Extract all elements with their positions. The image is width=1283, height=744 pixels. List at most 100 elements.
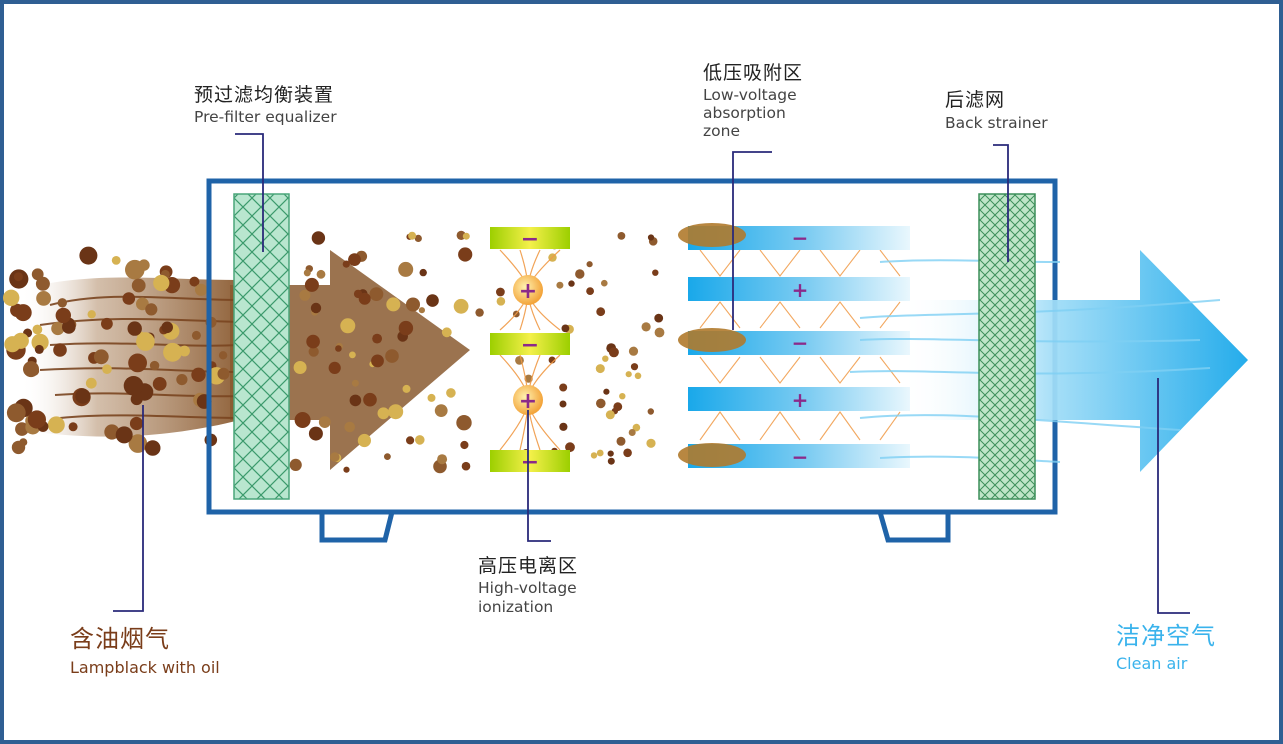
particle — [330, 452, 340, 462]
particle — [144, 440, 161, 456]
particle — [127, 321, 142, 336]
particle — [369, 287, 384, 301]
particle — [556, 281, 564, 289]
particle — [189, 276, 200, 287]
ion-plate-negative-middle: − — [521, 333, 539, 358]
particle — [6, 403, 26, 423]
particle — [603, 388, 610, 395]
particle — [152, 377, 167, 391]
ionization-label-en-1: High-voltage — [478, 579, 577, 597]
particle — [398, 261, 414, 277]
particle — [419, 268, 427, 277]
particle — [625, 371, 632, 378]
ion-plate-negative-top: − — [521, 227, 539, 252]
particle — [385, 349, 399, 363]
particle — [441, 327, 452, 338]
particle — [628, 429, 636, 436]
particle — [605, 410, 615, 420]
particle — [13, 272, 23, 282]
input-label-en: Lampblack with oil — [70, 658, 220, 677]
prefilter-label-en: Pre-filter equalizer — [194, 108, 337, 126]
particle — [406, 436, 415, 445]
particle — [414, 234, 422, 242]
input-label-zh: 含油烟气 — [70, 625, 170, 653]
particle — [596, 398, 606, 409]
particle — [318, 416, 331, 428]
particle — [51, 321, 65, 336]
ion-positive-top: + — [519, 279, 537, 304]
particle — [125, 259, 145, 280]
particle — [456, 415, 472, 431]
particle — [559, 422, 568, 431]
particle — [153, 274, 170, 292]
particle — [179, 345, 190, 357]
particle — [475, 308, 484, 317]
absorption-zone — [678, 223, 910, 468]
particle — [619, 393, 626, 400]
particle — [93, 349, 109, 365]
plate-negative-3: − — [792, 445, 809, 469]
particle — [122, 292, 136, 305]
particle — [496, 297, 506, 306]
particle — [363, 392, 377, 407]
back-strainer-label-en: Back strainer — [945, 114, 1048, 132]
particle — [437, 454, 448, 465]
particle — [654, 327, 665, 338]
leader-lines — [113, 133, 1190, 614]
ionization-zone — [490, 227, 570, 472]
particle — [57, 298, 67, 308]
ionization-label-en-2: ionization — [478, 598, 554, 616]
particle — [628, 346, 639, 356]
particle — [161, 321, 173, 334]
particle — [304, 277, 319, 292]
particle — [559, 383, 568, 392]
particle — [145, 303, 158, 316]
particle — [617, 232, 626, 240]
particle — [446, 388, 456, 398]
particle — [55, 307, 71, 324]
particle — [575, 269, 585, 279]
particle — [53, 343, 67, 357]
prefilter-label-zh: 预过滤均衡装置 — [194, 84, 335, 106]
particle — [371, 354, 384, 368]
particle — [32, 324, 43, 335]
particle — [101, 317, 113, 330]
particle — [496, 287, 505, 297]
particle — [163, 342, 182, 362]
particle — [340, 318, 356, 334]
particle — [607, 457, 615, 465]
particle — [131, 278, 146, 293]
particle — [351, 379, 359, 387]
absorption-label-en-3: zone — [703, 122, 740, 140]
ionization-label-zh: 高压电离区 — [478, 555, 579, 577]
particle — [308, 346, 319, 357]
particle — [34, 344, 44, 354]
pre-filter-panel — [233, 193, 290, 500]
particle — [136, 297, 149, 311]
particle — [12, 332, 29, 349]
absorption-label-en-1: Low-voltage — [703, 86, 797, 104]
particle — [136, 332, 155, 351]
particle — [586, 287, 594, 295]
particle — [79, 246, 98, 265]
particle — [559, 400, 567, 408]
plate-positive-2: + — [792, 388, 809, 412]
particle — [565, 442, 575, 453]
particle — [630, 363, 639, 371]
particle — [561, 324, 570, 333]
particle — [652, 269, 659, 276]
particle — [372, 333, 382, 344]
particle — [218, 351, 228, 360]
particle — [15, 422, 29, 436]
particle — [647, 408, 654, 415]
particle — [586, 261, 593, 268]
particle — [111, 256, 121, 265]
particle — [335, 345, 342, 352]
particle — [104, 424, 120, 440]
particle — [357, 433, 371, 448]
plate-negative-1: − — [792, 226, 809, 250]
particle — [349, 394, 362, 407]
particle — [654, 313, 664, 323]
